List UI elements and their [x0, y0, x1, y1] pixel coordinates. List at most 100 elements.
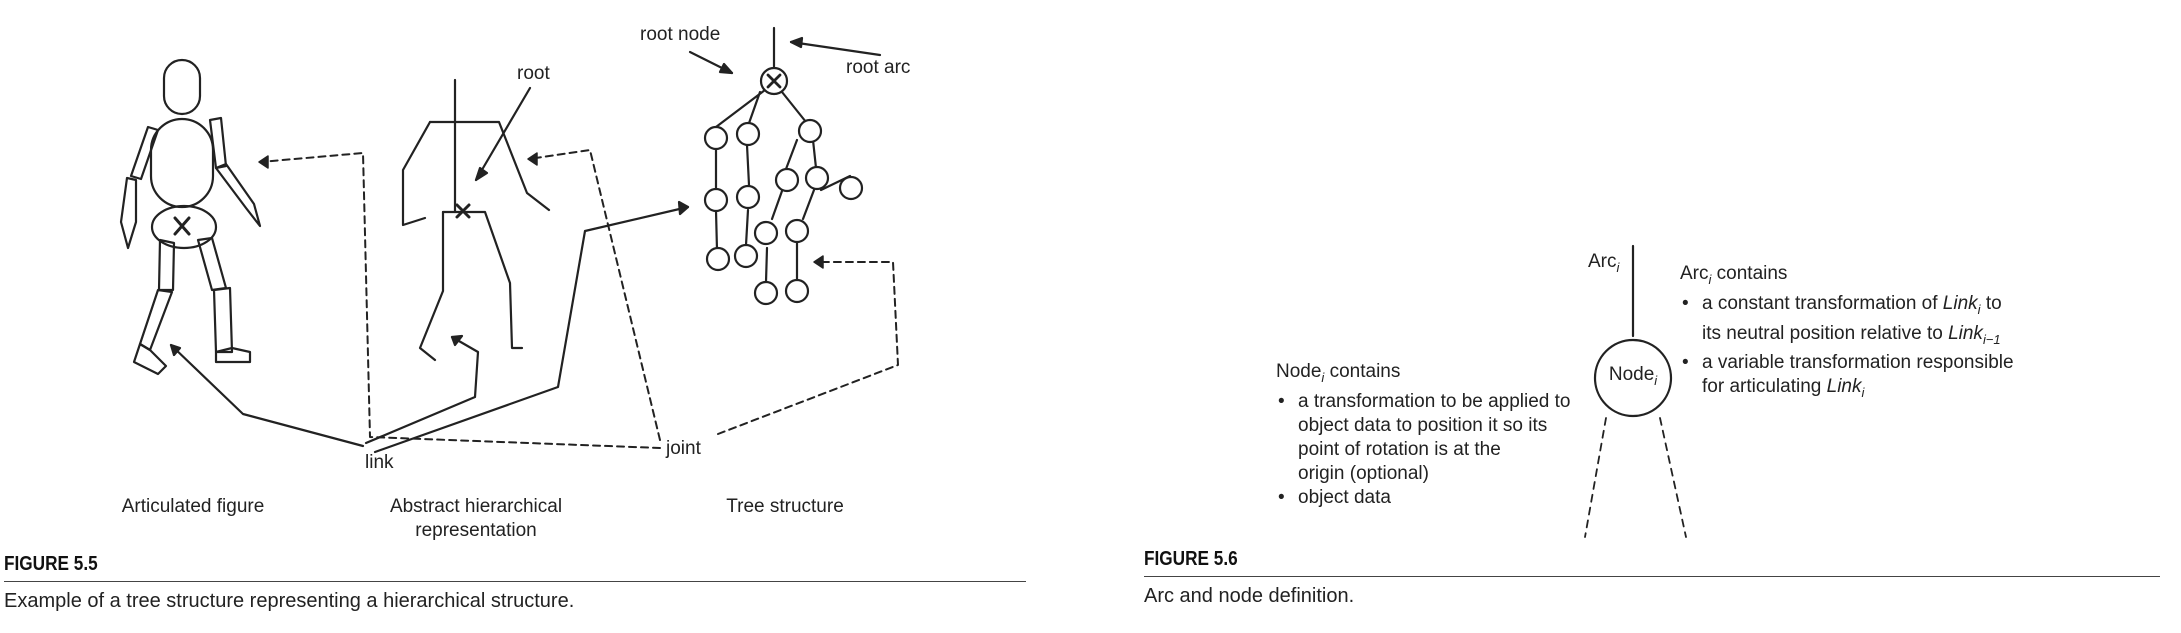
tree-node [784, 218, 810, 244]
arc-b1-l2-link: Link [1948, 322, 1983, 344]
label-root-node: root node [640, 24, 721, 45]
arc-b1-l1-post: to [1980, 292, 2002, 314]
caption-articulated-figure: Articulated figure [121, 496, 265, 517]
joint-leader-to-tree [717, 261, 899, 435]
tree-node [797, 118, 823, 144]
tree-arcs-level2 [714, 138, 852, 192]
abstract-right-arm [428, 120, 551, 212]
link-arrowhead-abstract [450, 334, 464, 347]
label-link: link [365, 452, 394, 473]
abstract-left-leg [418, 210, 445, 362]
tree-arcs-level3 [714, 188, 816, 284]
abstract-right-leg [441, 210, 524, 350]
arc-b1-l1-pre: a constant transformation of [1702, 292, 1943, 314]
figure-5-6-caption: Arc and node definition. [1144, 585, 1355, 607]
arc-b2-l1: a variable transformation responsible [1702, 352, 2014, 374]
joint-pointers [259, 149, 899, 449]
arc-heading-text: Arc [1680, 263, 1709, 284]
tree-node [774, 167, 800, 193]
arc-contains-heading: Arci contains [1680, 262, 2014, 292]
joint-leader-to-abstract [528, 149, 661, 441]
tree-structure [703, 26, 864, 306]
tree-node [735, 121, 761, 147]
caption-tree-structure: Tree structure [726, 496, 844, 517]
node-b1-line: object data to position it so its [1298, 414, 1548, 436]
arc-node-diagram [1584, 244, 1687, 538]
tree-node [703, 125, 729, 151]
node-heading-rest: contains [1324, 361, 1401, 382]
tree-node [703, 187, 729, 213]
figure-torso [149, 117, 215, 209]
root-arc-arrowhead [789, 36, 804, 49]
node-b1-line: a transformation to be applied to [1298, 390, 1571, 412]
label-root-arc: root arc [846, 57, 911, 78]
node-b1-line: origin (optional) [1298, 462, 1429, 484]
figure-5-5-caption: Example of a tree structure representing… [4, 590, 575, 612]
tree-node [753, 280, 779, 306]
root-arc-leader-line [789, 40, 882, 57]
node-b2-line: object data [1298, 486, 1391, 508]
abstract-representation [401, 78, 551, 362]
arc-label-subscript: i [1616, 259, 1620, 275]
arc-contains-item: a constant transformation of Linki to it… [1680, 292, 2014, 352]
node-label-subscript: i [1654, 372, 1658, 388]
root-arrowhead [474, 166, 489, 182]
label-arc-i: Arci [1588, 252, 1619, 274]
link-pointers [169, 200, 690, 454]
figure-right-thigh [196, 236, 228, 292]
caption-abstract-line2: representation [415, 520, 537, 541]
arc-b2-l2-link: Link [1826, 376, 1862, 398]
arc-label-text: Arc [1588, 251, 1617, 272]
arc-contains-block: Arci contains a constant transformation … [1680, 262, 2014, 405]
joint-arrowhead-abstract [527, 152, 538, 166]
tree-nodes [703, 66, 864, 306]
node-contains-block: Nodei contains a transformation to be ap… [1276, 360, 1571, 510]
figure-5-6-number: FIGURE 5.6 [1144, 548, 1238, 570]
caption-abstract-line1: Abstract hierarchical [389, 496, 563, 517]
tree-root-joint-x [766, 73, 782, 89]
tree-node [753, 220, 779, 246]
node-b1-line: point of rotation is at the [1298, 438, 1501, 460]
root-node-arrowhead [718, 62, 734, 75]
tree-arcs-from-root [714, 88, 808, 129]
joint-leader-to-figure [259, 152, 661, 449]
node-label-text: Node [1608, 364, 1655, 385]
node-contains-item: a transformation to be applied to object… [1276, 390, 1571, 486]
node-dashed-left [1584, 417, 1607, 538]
node-contains-item: object data [1276, 486, 1571, 510]
arc-b1-l2-sub: i−1 [1982, 331, 2001, 347]
figure-right-foot [214, 346, 252, 364]
node-dashed-right [1659, 417, 1687, 538]
arc-contains-item: a variable transformation responsible fo… [1680, 351, 2014, 405]
figure-left-forearm [119, 176, 138, 250]
root-pointers [474, 36, 882, 182]
figure-5-5-number: FIGURE 5.5 [4, 553, 98, 575]
arc-b2-l2-sub: i [1861, 385, 1865, 401]
figure-pelvis-joint-x [173, 216, 191, 236]
figure-left-shin [138, 288, 174, 352]
figure-left-thigh [157, 238, 176, 292]
figure-head [162, 58, 202, 116]
abstract-root-joint-x [455, 203, 471, 219]
arc-heading-sub: i [1708, 271, 1712, 287]
arc-b1-l1-link: Link [1942, 292, 1978, 314]
tree-node [804, 165, 830, 191]
tree-node [838, 175, 864, 201]
link-leader-to-abstract [364, 335, 480, 445]
figure-5-6-rule [1144, 576, 2160, 577]
node-heading-sub: i [1321, 369, 1325, 385]
figure-pelvis [150, 204, 218, 250]
figure-right-upper-arm [208, 116, 228, 170]
tree-node [784, 278, 810, 304]
label-joint: joint [666, 438, 701, 459]
joint-arrowhead-tree [813, 255, 824, 269]
articulated-figure [119, 58, 262, 376]
figure-left-foot [132, 342, 168, 376]
link-arrowhead-tree [677, 200, 690, 216]
link-leader-to-figure [169, 343, 365, 448]
figure-right-shin [212, 286, 234, 354]
node-circle [1593, 338, 1673, 418]
abstract-left-arm [401, 120, 432, 227]
